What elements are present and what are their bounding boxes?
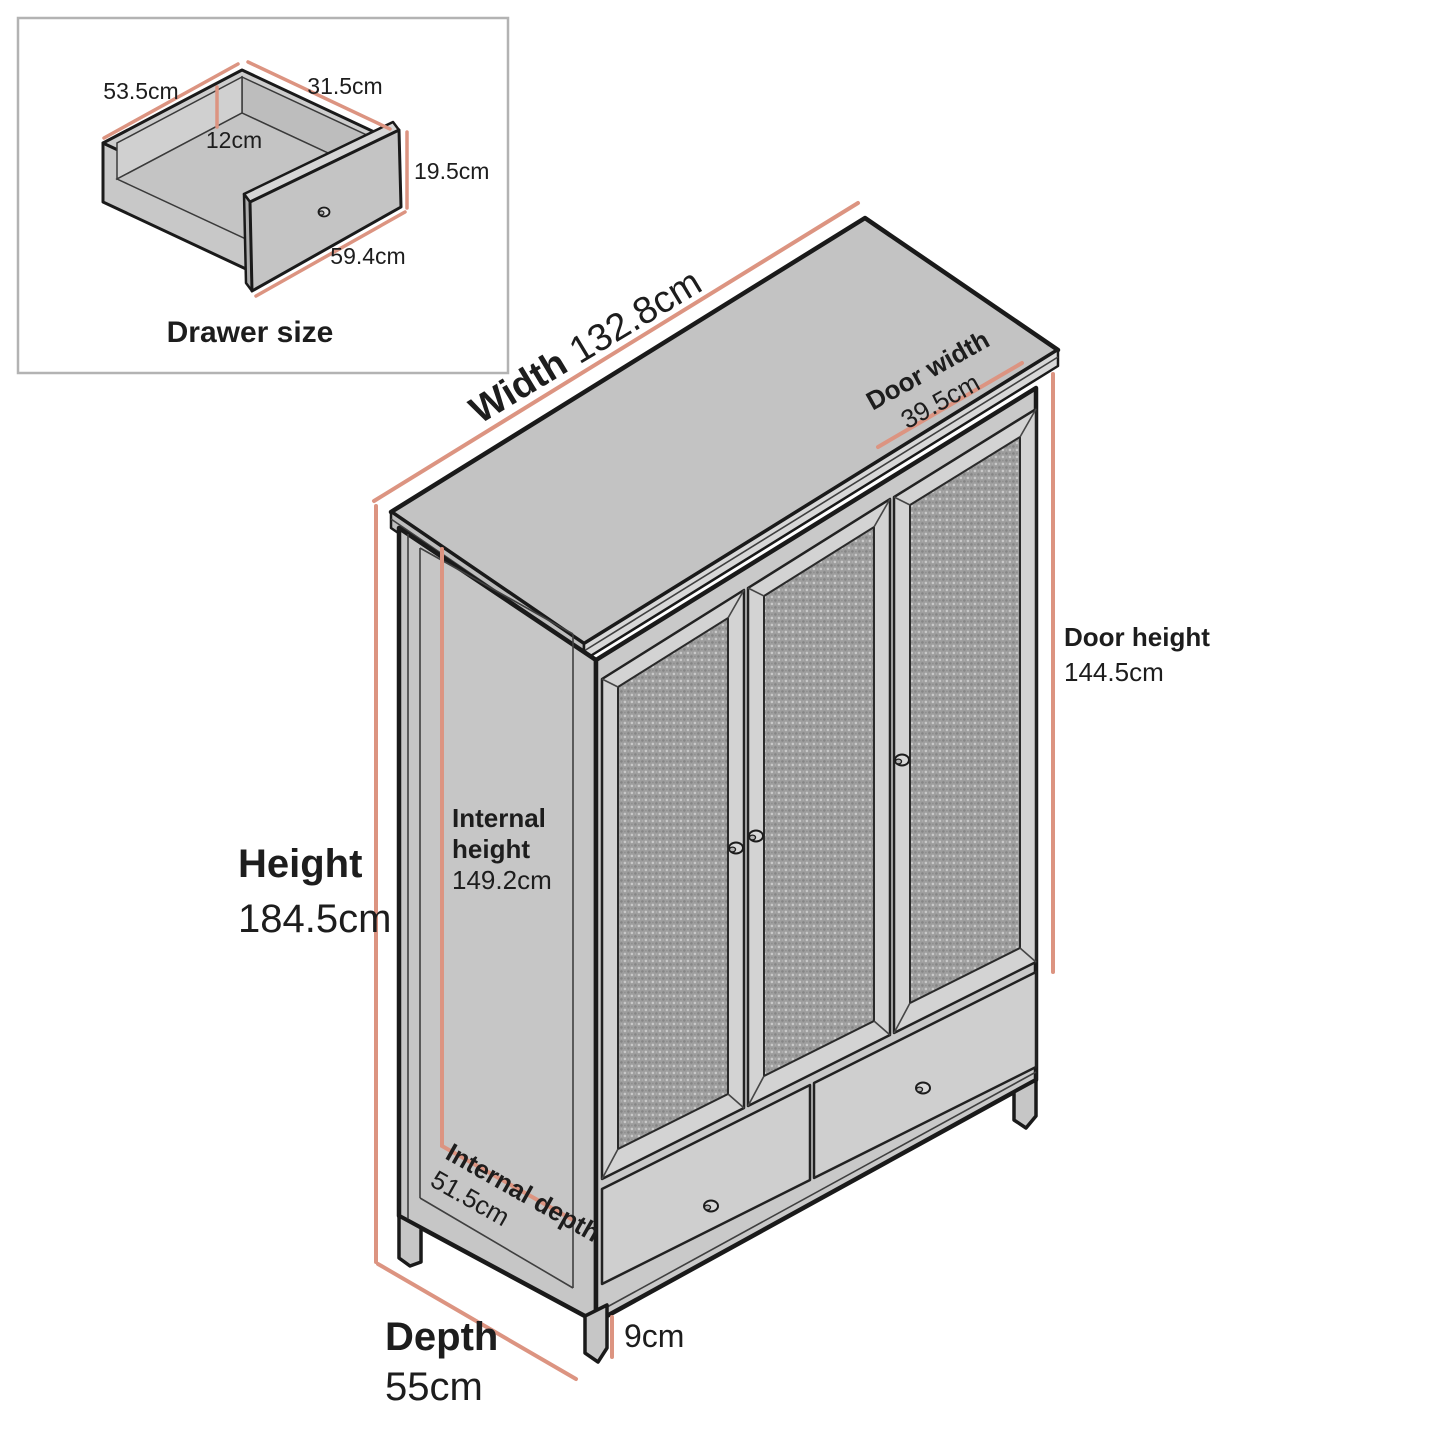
svg-text:55cm: 55cm [385, 1365, 483, 1409]
depth-label: Depth 55cm [385, 1315, 498, 1409]
svg-text:Internal: Internal [452, 803, 546, 833]
height-label: Height 184.5cm [238, 842, 391, 941]
door-knob-icon [894, 753, 910, 767]
door-knob-icon [728, 841, 744, 855]
internal-height-depth-dimension-line [440, 547, 575, 1222]
inset-title: Drawer size [167, 316, 334, 349]
inset-dim-line-back-left [102, 62, 240, 140]
inset-dim-height: 19.5cm [414, 158, 489, 184]
svg-text:184.5cm: 184.5cm [238, 897, 391, 941]
drawer-knob-icon [703, 1199, 719, 1213]
svg-text:149.2cm: 149.2cm [452, 865, 552, 895]
inset-dim-back-left: 53.5cm [103, 78, 178, 104]
wardrobe-drawer-right [812, 970, 1038, 1180]
wardrobe-leg-front-right [1012, 1078, 1038, 1130]
inset-dim-line-front [254, 210, 407, 298]
svg-text:Height: Height [238, 842, 362, 886]
wardrobe-drawing: Width132.8cm Door width 39.5cm Door heig… [238, 201, 1210, 1409]
inset-dim-front: 59.4cm [330, 243, 405, 269]
inset-dim-back-right: 31.5cm [307, 73, 382, 99]
door-rattan-panel [763, 525, 875, 1078]
drawer-knob-icon [915, 1081, 931, 1095]
drawer-knob-icon [317, 206, 331, 218]
wardrobe-door-middle [746, 497, 892, 1108]
door-height-label: Door height 144.5cm [1064, 622, 1210, 687]
leg-height-label: 9cm [624, 1318, 684, 1354]
internal-height-label: Internal height 149.2cm [452, 803, 552, 895]
door-width-dimension-line [876, 361, 1024, 449]
inset-dim-line-back-right [246, 60, 392, 131]
svg-text:height: height [452, 834, 530, 864]
drawer-drawing [101, 68, 403, 293]
wardrobe-leg-back-left [397, 1214, 423, 1268]
drawer-inset: 53.5cm 31.5cm 12cm 19.5cm 59.4cm Drawer … [16, 16, 510, 375]
wardrobe-door-right [892, 407, 1038, 1035]
width-dimension-line [372, 201, 860, 503]
inset-dim-internal-depth: 12cm [206, 127, 262, 153]
wardrobe-drawer-left [600, 1083, 812, 1286]
door-rattan-panel [909, 435, 1021, 1005]
svg-text:Door height: Door height [1064, 622, 1210, 652]
wardrobe-leg-front-left [583, 1303, 609, 1364]
depth-dimension-line [376, 1262, 578, 1381]
svg-text:Depth: Depth [385, 1315, 498, 1359]
door-rattan-panel [617, 616, 729, 1151]
door-knob-icon [748, 829, 764, 843]
wardrobe-door-left [600, 588, 746, 1181]
svg-text:144.5cm: 144.5cm [1064, 657, 1164, 687]
